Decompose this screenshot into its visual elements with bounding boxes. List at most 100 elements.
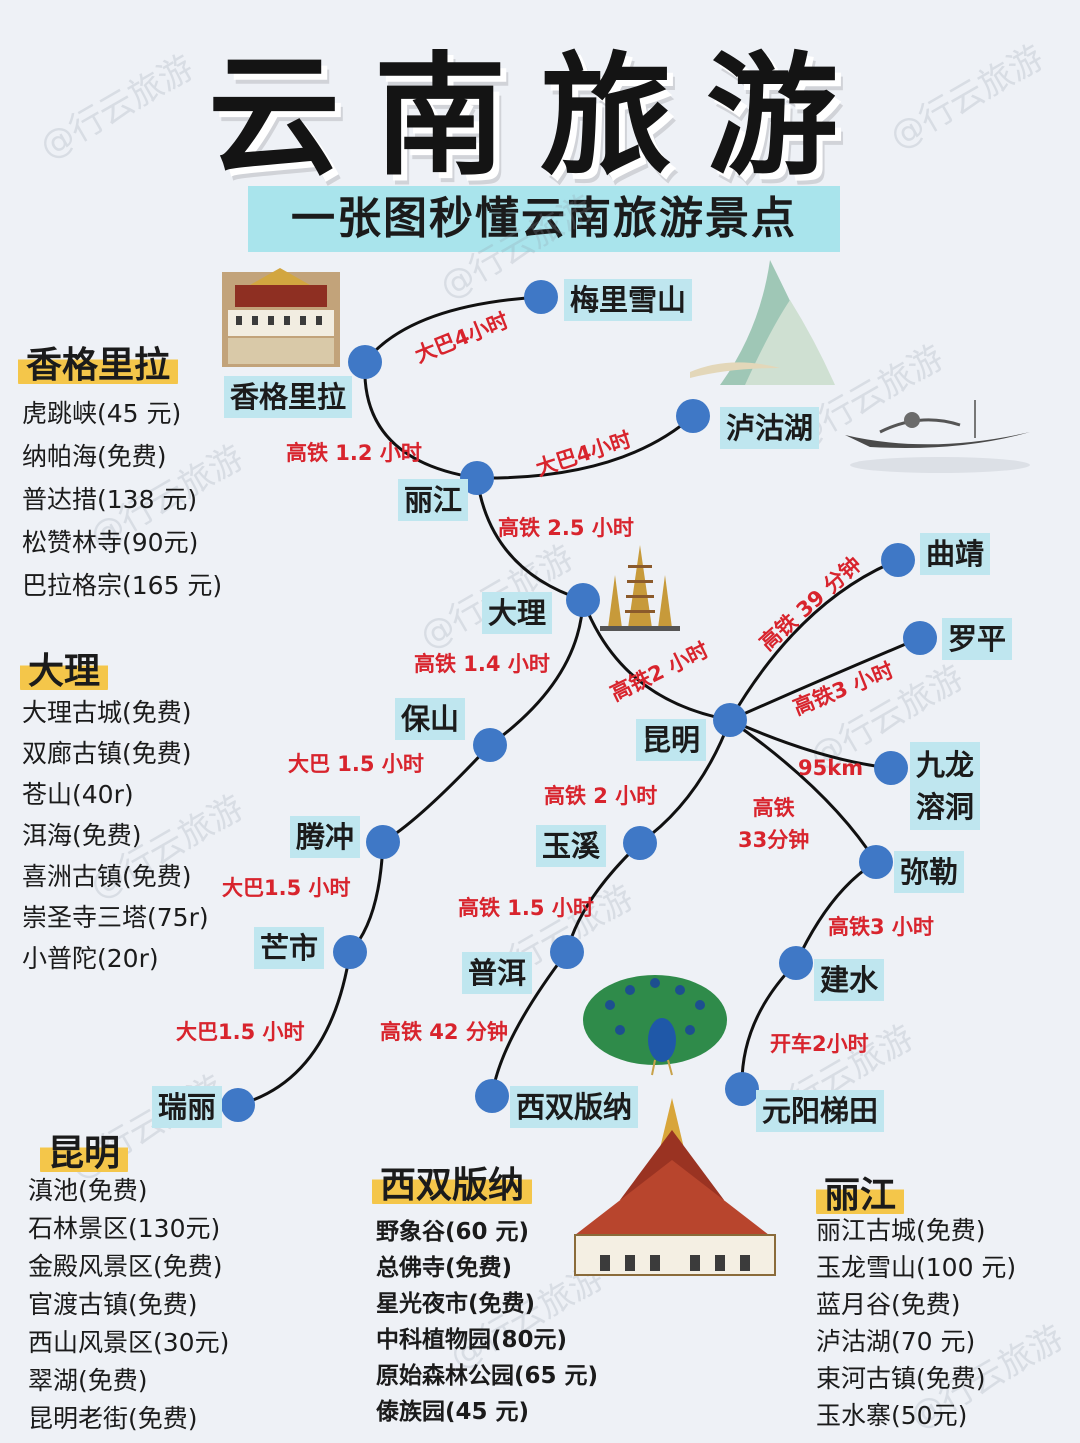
route-label-mangshi-ruili: 大巴1.5 小时 bbox=[176, 1020, 305, 1044]
list-item: 西山风景区(30元) bbox=[28, 1328, 230, 1357]
route-line-lijiang-dali bbox=[475, 477, 584, 602]
list-item: 总佛寺(免费) bbox=[376, 1255, 513, 1281]
node-xishuangbanna bbox=[475, 1079, 509, 1113]
list-item: 小普陀(20r) bbox=[22, 944, 159, 973]
list-item: 喜洲古镇(免费) bbox=[22, 862, 192, 891]
node-mile bbox=[859, 845, 893, 879]
pagoda-illustration bbox=[600, 545, 680, 631]
route-line-tengchong-mangshi bbox=[348, 841, 385, 954]
route-line-kunming-qujing bbox=[728, 558, 899, 721]
temple-illustration bbox=[574, 1098, 776, 1276]
route-label-shangrila-lijiang: 高铁 1.2 小时 bbox=[286, 441, 422, 465]
node-label-jiulong-line1: 九龙 bbox=[916, 748, 975, 782]
list-item: 金殿风景区(免费) bbox=[28, 1252, 223, 1281]
route-label-kunming-jiulong: 95km bbox=[798, 756, 864, 780]
node-label-jiulong: 九龙 溶洞 bbox=[910, 742, 981, 830]
node-label-xishuangbanna: 西双版纳 bbox=[510, 1086, 639, 1128]
list-item: 普达措(138 元) bbox=[22, 485, 198, 514]
route-line-kunming-yuxi bbox=[639, 719, 732, 845]
route-label-yuxi-puer: 高铁 1.5 小时 bbox=[458, 896, 594, 920]
node-dali bbox=[566, 583, 600, 617]
node-label-yuanyang: 元阳梯田 bbox=[756, 1090, 885, 1132]
node-label-meili: 梅里雪山 bbox=[564, 279, 693, 321]
node-label-shangrila: 香格里拉 bbox=[224, 376, 353, 418]
node-baoshan bbox=[473, 728, 507, 762]
list-item: 丽江古城(免费) bbox=[816, 1216, 986, 1245]
list-item: 星光夜市(免费) bbox=[376, 1291, 536, 1317]
list-item: 松赞林寺(90元) bbox=[22, 528, 199, 557]
route-line-shangrila-lijiang bbox=[363, 361, 478, 480]
node-luoping bbox=[903, 621, 937, 655]
list-item: 玉水寨(50元) bbox=[816, 1401, 968, 1430]
node-yuxi bbox=[623, 826, 657, 860]
boat-illustration bbox=[845, 400, 1030, 473]
section-list-shangrila: 虎跳峡(45 元) 纳帕海(免费) 普达措(138 元) 松赞林寺(90元) 巴… bbox=[22, 392, 222, 607]
node-label-lugu: 泸沽湖 bbox=[720, 407, 820, 449]
route-label-dali-baoshan: 高铁 1.4 小时 bbox=[414, 652, 550, 676]
section-title-xishuangbanna: 西双版纳 bbox=[372, 1156, 533, 1208]
node-label-puer: 普洱 bbox=[462, 952, 533, 994]
node-qujing bbox=[881, 543, 915, 577]
section-title-lijiang: 丽江 bbox=[816, 1166, 905, 1218]
node-lijiang bbox=[460, 461, 494, 495]
section-title-dali: 大理 bbox=[20, 642, 109, 694]
route-line-jianshui-yuanyang bbox=[740, 961, 798, 1090]
list-item: 昆明老街(免费) bbox=[28, 1404, 198, 1433]
list-item: 滇池(免费) bbox=[28, 1176, 148, 1205]
route-label-tengchong-mangshi: 大巴1.5 小时 bbox=[222, 876, 351, 900]
mountain-illustration bbox=[690, 260, 835, 385]
list-item: 束河古镇(免费) bbox=[816, 1364, 986, 1393]
list-item: 纳帕海(免费) bbox=[22, 442, 167, 471]
list-item: 洱海(免费) bbox=[22, 821, 142, 850]
page-title: 云南旅游 bbox=[208, 39, 872, 194]
page-subtitle: 一张图秒懂云南旅游景点 bbox=[248, 186, 840, 252]
section-list-lijiang: 丽江古城(免费) 玉龙雪山(100 元) 蓝月谷(免费) 泸沽湖(70 元) 束… bbox=[816, 1212, 1016, 1434]
list-item: 翠湖(免费) bbox=[28, 1366, 148, 1395]
route-line-kunming-jiulong bbox=[729, 718, 891, 770]
node-label-baoshan: 保山 bbox=[395, 698, 466, 740]
list-item: 原始森林公园(65 元) bbox=[376, 1363, 599, 1389]
node-label-tengchong: 腾冲 bbox=[290, 816, 361, 858]
node-kunming bbox=[713, 703, 747, 737]
route-label-kunming-mile-line2: 33分钟 bbox=[738, 828, 810, 852]
list-item: 大理古城(免费) bbox=[22, 698, 192, 727]
list-item: 泸沽湖(70 元) bbox=[816, 1327, 976, 1356]
node-label-kunming: 昆明 bbox=[636, 719, 707, 761]
route-line-dali-kunming bbox=[581, 599, 731, 722]
node-jiulong bbox=[874, 751, 908, 785]
route-label-kunming-mile: 高铁 33分钟 bbox=[738, 792, 809, 856]
node-label-jiulong-line2: 溶洞 bbox=[916, 790, 975, 824]
section-list-kunming: 滇池(免费) 石林景区(130元) 金殿风景区(免费) 官渡古镇(免费) 西山风… bbox=[28, 1172, 229, 1438]
route-line-shangrila-meili bbox=[363, 295, 541, 363]
node-label-lijiang: 丽江 bbox=[398, 479, 469, 521]
node-lugu bbox=[676, 399, 710, 433]
node-label-mangshi: 芒市 bbox=[254, 927, 325, 969]
route-line-dali-baoshan bbox=[489, 599, 585, 747]
node-shangrila bbox=[348, 345, 382, 379]
node-meili bbox=[524, 280, 558, 314]
list-item: 双廊古镇(免费) bbox=[22, 739, 192, 768]
section-title-shangrila: 香格里拉 bbox=[18, 336, 179, 388]
list-item: 崇圣寺三塔(75r) bbox=[22, 903, 209, 932]
route-label-mile-jianshui: 高铁3 小时 bbox=[828, 915, 934, 939]
route-line-mangshi-ruili bbox=[237, 951, 352, 1107]
route-label-kunming-mile-line1: 高铁 bbox=[752, 796, 795, 820]
peacock-illustration bbox=[583, 975, 727, 1076]
route-line-kunming-luoping bbox=[729, 636, 921, 722]
node-tengchong bbox=[366, 825, 400, 859]
node-label-ruili: 瑞丽 bbox=[152, 1086, 223, 1128]
route-line-kunming-mile bbox=[729, 718, 878, 863]
route-line-lijiang-lugu bbox=[476, 414, 694, 480]
node-jianshui bbox=[779, 946, 813, 980]
route-label-kunming-yuxi: 高铁 2 小时 bbox=[544, 784, 658, 808]
node-label-qujing: 曲靖 bbox=[920, 533, 991, 575]
list-item: 野象谷(60 元) bbox=[376, 1219, 530, 1245]
monastery-illustration bbox=[222, 268, 340, 367]
list-item: 傣族园(45 元) bbox=[376, 1399, 530, 1425]
section-title-kunming: 昆明 bbox=[40, 1124, 129, 1176]
list-item: 虎跳峡(45 元) bbox=[22, 399, 182, 428]
node-label-yuxi: 玉溪 bbox=[536, 825, 607, 867]
node-label-luoping: 罗平 bbox=[942, 618, 1013, 660]
node-label-mile: 弥勒 bbox=[894, 851, 965, 893]
